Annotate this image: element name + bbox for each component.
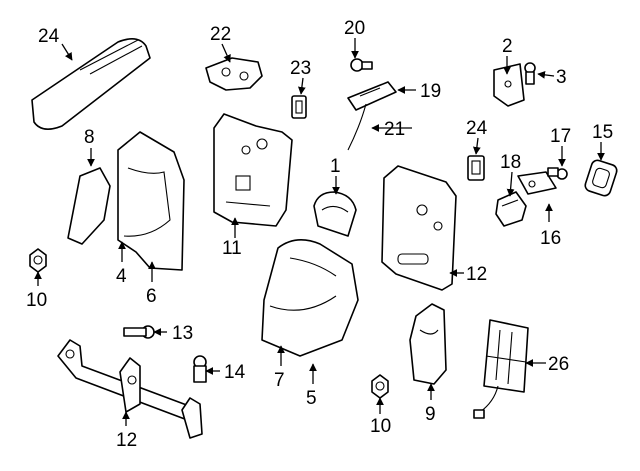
callout-1: 1: [330, 156, 341, 177]
callout-labels: 24 22 23 20 19 21 2 3 8 24 17 15 18 1 16…: [26, 18, 613, 451]
trim-panel-part-9: [409, 303, 447, 385]
callout-10-bottom: 10: [370, 416, 391, 437]
callout-23: 22: [210, 24, 231, 45]
bracket-part-2: [493, 63, 525, 107]
pad-part-24-top: [291, 95, 307, 119]
armrest-part: [31, 38, 151, 130]
callout-3: 3: [556, 67, 567, 88]
bolt-part-14: [123, 325, 155, 339]
seatback-frame-part-11: [213, 113, 293, 227]
callout-24-mid: 24: [466, 118, 488, 139]
bolt-part-21: [350, 58, 373, 72]
callout-12: 12: [466, 264, 487, 285]
callout-26: 26: [548, 354, 569, 375]
callout-10-left: 10: [26, 290, 47, 311]
seatback-frame-part-12: [381, 165, 457, 291]
callout-7: 7: [274, 370, 285, 391]
bracket-part-17: [517, 171, 557, 195]
callout-2: 2: [502, 36, 513, 57]
side-panel-part-4-6: [117, 131, 185, 271]
wire-part-22: [347, 103, 367, 151]
nut-part-10-bottom: [371, 374, 389, 399]
sensor-part-20: [347, 81, 397, 111]
clip-part-19: [495, 191, 527, 227]
callout-14: 13: [172, 323, 193, 344]
callout-22: 21: [384, 119, 405, 140]
nut-part-10-left: [29, 248, 47, 273]
callout-8: 8: [84, 127, 95, 148]
callout-15: 14: [224, 362, 246, 383]
callout-20: 19: [420, 81, 441, 102]
seat-cushion-part-7-5: [261, 239, 359, 357]
seat-frame-part-13: [57, 339, 203, 439]
callout-25: 24: [38, 26, 60, 47]
leader-lines: [34, 38, 605, 426]
callout-24-top: 23: [290, 58, 311, 79]
callout-18: 17: [550, 126, 571, 147]
bracket-part-23: [205, 57, 263, 91]
bolt-part-18: [547, 167, 568, 180]
bolt-part-3: [524, 62, 536, 85]
callout-6: 6: [146, 286, 157, 307]
heater-mat-part-26: [473, 319, 529, 419]
callout-19: 18: [500, 152, 521, 173]
callout-13: 12: [116, 430, 137, 451]
callout-17: 16: [540, 228, 561, 249]
callout-4: 4: [116, 266, 127, 287]
side-bolster-part-8: [67, 167, 111, 245]
callout-5: 5: [306, 388, 317, 409]
pad-part-16: [584, 159, 618, 197]
callout-21: 20: [344, 18, 365, 39]
bolt-part-15: [193, 355, 207, 383]
callout-16: 15: [592, 122, 613, 143]
headrest-part-1: [313, 191, 357, 237]
callout-9: 9: [425, 404, 436, 425]
pad-part-24-mid: [467, 155, 485, 181]
callout-11: 11: [222, 238, 242, 259]
